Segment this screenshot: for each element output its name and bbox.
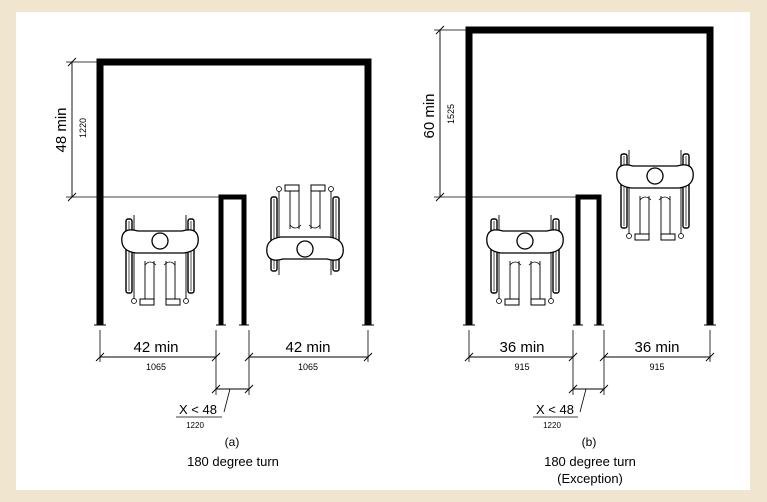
right-width-label-b: 36 min (634, 339, 679, 356)
wall-length-label-b: X < 48 (536, 402, 574, 417)
left-width-label-a: 42 min (133, 339, 178, 356)
depth-label-a: 48 min (53, 107, 70, 152)
caption-letter-b: (b) (582, 435, 597, 449)
wall-length-label-a: X < 48 (179, 402, 217, 417)
wall-outer-a (96, 58, 372, 325)
caption-subtitle-b: (Exception) (557, 471, 623, 486)
wheelchair-user-left-a (121, 214, 199, 306)
caption-title-b: 180 degree turn (544, 454, 636, 469)
depth-metric-b: 1525 (446, 104, 456, 124)
figure-a: 48 min 1220 42 min 1065 42 min 1065 X < … (53, 57, 374, 469)
wheelchair-user-right-b (616, 149, 694, 241)
depth-metric-a: 1220 (78, 118, 88, 138)
depth-dimension-a (66, 57, 221, 202)
right-width-metric-b: 915 (649, 362, 664, 372)
right-width-metric-a: 1065 (298, 362, 318, 372)
left-width-label-b: 36 min (499, 339, 544, 356)
depth-label-b: 60 min (421, 93, 438, 138)
right-width-label-a: 42 min (285, 339, 330, 356)
wheelchair-user-left-b (486, 214, 564, 306)
left-width-metric-a: 1065 (146, 362, 166, 372)
partition-a (218, 194, 247, 325)
left-width-metric-b: 915 (514, 362, 529, 372)
diagram-canvas: 48 min 1220 42 min 1065 42 min 1065 X < … (16, 12, 750, 490)
width-dimensions-b (464, 330, 715, 413)
partition-b (575, 194, 602, 325)
figure-b: 60 min 1525 36 min 915 36 min 915 X < 48… (421, 25, 716, 486)
width-dimensions-a (95, 330, 373, 413)
wall-length-metric-b: 1220 (543, 421, 561, 430)
wheelchair-user-right-a (266, 184, 344, 276)
wall-outer-b (465, 26, 714, 325)
caption-title-a: 180 degree turn (187, 454, 279, 469)
wall-length-metric-a: 1220 (186, 421, 204, 430)
depth-dimension-b (434, 25, 578, 202)
caption-letter-a: (a) (225, 435, 240, 449)
